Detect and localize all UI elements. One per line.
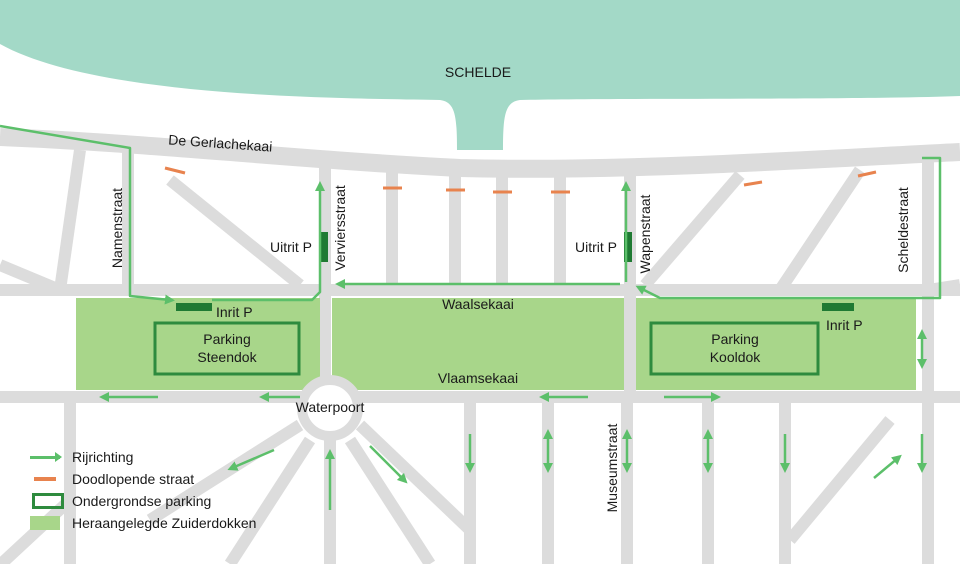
label-museumstraat: Museumstraat [604, 424, 620, 513]
label-waterpoort: Waterpoort [296, 399, 365, 415]
arrow-icon [30, 449, 68, 465]
parking-kooldok-outline[interactable] [649, 321, 820, 376]
legend-label-direction: Rijrichting [72, 449, 134, 465]
legend-row-zone: Heraangelegde Zuiderdokken [30, 512, 290, 534]
zone-swatch-icon [30, 515, 68, 531]
inrit-left-bar [176, 303, 212, 311]
label-inrit-left: Inrit P [216, 304, 253, 320]
label-waalsekaai: Waalsekaai [442, 296, 514, 312]
legend-row-direction: Rijrichting [30, 446, 290, 468]
direction-arrows [0, 124, 942, 510]
label-wapenstraat: Wapenstraat [637, 194, 653, 273]
label-vlaamsekaai: Vlaamsekaai [438, 370, 518, 386]
label-uitrit-right: Uitrit P [575, 239, 617, 255]
legend-label-zone: Heraangelegde Zuiderdokken [72, 515, 257, 531]
road-network [0, 128, 960, 564]
inrit-right-bar [822, 303, 854, 311]
uitrit-right-bar [624, 232, 632, 262]
legend: Rijrichting Doodlopende straat Ondergron… [30, 446, 290, 534]
label-namenstraat: Namenstraat [109, 188, 125, 268]
legend-row-dead-end: Doodlopende straat [30, 468, 290, 490]
label-uitrit-left: Uitrit P [270, 239, 312, 255]
waterpoort-roundabout [297, 375, 363, 441]
label-inrit-right: Inrit P [826, 317, 863, 333]
label-scheldestraat: Scheldestraat [895, 187, 911, 273]
parking-steendok-outline[interactable] [153, 321, 301, 376]
label-parking-steendok-2: Steendok [197, 349, 257, 365]
label-verviersstraat: Verviersstraat [332, 185, 348, 271]
river-schelde [0, 0, 960, 150]
legend-row-parking: Ondergrondse parking [30, 490, 290, 512]
uitrit-left-bar [320, 232, 328, 262]
parking-outline-icon [30, 493, 68, 509]
legend-label-parking: Ondergrondse parking [72, 493, 212, 509]
parking-access-bars [176, 232, 854, 311]
label-parking-kooldok-2: Kooldok [710, 349, 762, 365]
label-parking-steendok-1: Parking [203, 331, 250, 347]
label-parking-kooldok-1: Parking [711, 331, 758, 347]
label-gerlachekaai: De Gerlachekaai [168, 131, 273, 154]
dead-end-icon [30, 471, 68, 487]
legend-label-dead-end: Doodlopende straat [72, 471, 195, 487]
dead-end-markers [164, 166, 877, 194]
label-schelde: SCHELDE [445, 64, 511, 80]
